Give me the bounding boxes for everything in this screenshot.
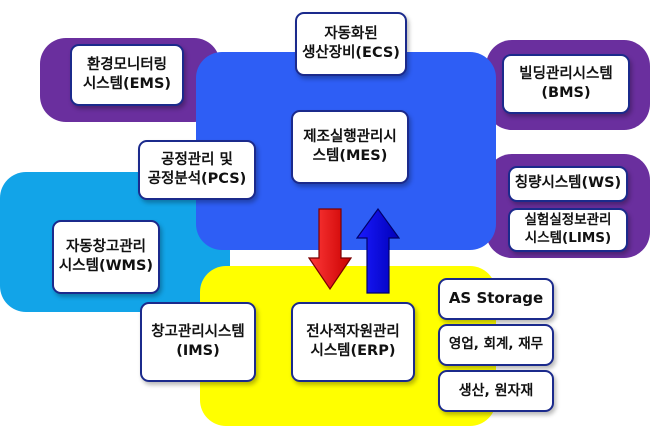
erp-label-line2: 시스템(ERP) — [310, 343, 396, 359]
production-materials-box[interactable]: 생산, 원자재 — [438, 370, 554, 412]
pcs-box[interactable]: 공정관리 및 공정분석(PCS) — [138, 140, 256, 200]
ws-box[interactable]: 칭량시스템(WS) — [508, 166, 628, 202]
ecs-label-line1: 자동화된 — [324, 25, 378, 42]
wms-label-line2: 시스템(WMS) — [58, 258, 154, 274]
erp-label-line1: 전사적자원관리 — [306, 323, 400, 340]
bms-label-line2: (BMS) — [541, 85, 591, 101]
ems-label-line2: 시스템(EMS) — [82, 76, 172, 92]
ems-box[interactable]: 환경모니터링 시스템(EMS) — [70, 44, 184, 106]
mes-box[interactable]: 제조실행관리시 스템(MES) — [291, 110, 409, 184]
lims-label-line1: 실험실정보관리 — [524, 212, 612, 229]
as-storage-box[interactable]: AS Storage — [438, 278, 554, 320]
erp-box[interactable]: 전사적자원관리 시스템(ERP) — [291, 302, 415, 382]
ecs-label-line2: 생산장비(ECS) — [302, 45, 400, 61]
bms-label-line1: 빌딩관리시스템 — [519, 65, 613, 82]
lims-label-line2: 시스템(LIMS) — [524, 230, 612, 246]
arrow-down-icon — [308, 208, 352, 290]
arrow-up-icon — [356, 208, 400, 294]
ims-box[interactable]: 창고관리시스템 (IMS) — [140, 302, 256, 382]
as-storage-label: AS Storage — [448, 289, 544, 308]
ims-label-line2: (IMS) — [176, 343, 220, 359]
production-label: 생산, 원자재 — [458, 382, 534, 399]
ems-label-line1: 환경모니터링 — [86, 56, 168, 73]
pcs-label-line1: 공정관리 및 — [161, 151, 233, 168]
sales-accounting-finance-box[interactable]: 영업, 회계, 재무 — [438, 324, 554, 366]
pcs-label-line2: 공정분석(PCS) — [147, 171, 247, 187]
ecs-box[interactable]: 자동화된 생산장비(ECS) — [295, 12, 407, 76]
mes-label-line2: 스템(MES) — [312, 148, 388, 164]
wms-box[interactable]: 자동창고관리 시스템(WMS) — [52, 220, 160, 294]
mes-label-line1: 제조실행관리시 — [303, 128, 397, 145]
lims-box[interactable]: 실험실정보관리 시스템(LIMS) — [508, 208, 628, 252]
ims-label-line1: 창고관리시스템 — [151, 323, 245, 340]
ws-label: 칭량시스템(WS) — [514, 175, 622, 192]
sales-label: 영업, 회계, 재무 — [448, 336, 544, 353]
wms-label-line1: 자동창고관리 — [65, 238, 147, 255]
bms-box[interactable]: 빌딩관리시스템 (BMS) — [502, 54, 630, 114]
